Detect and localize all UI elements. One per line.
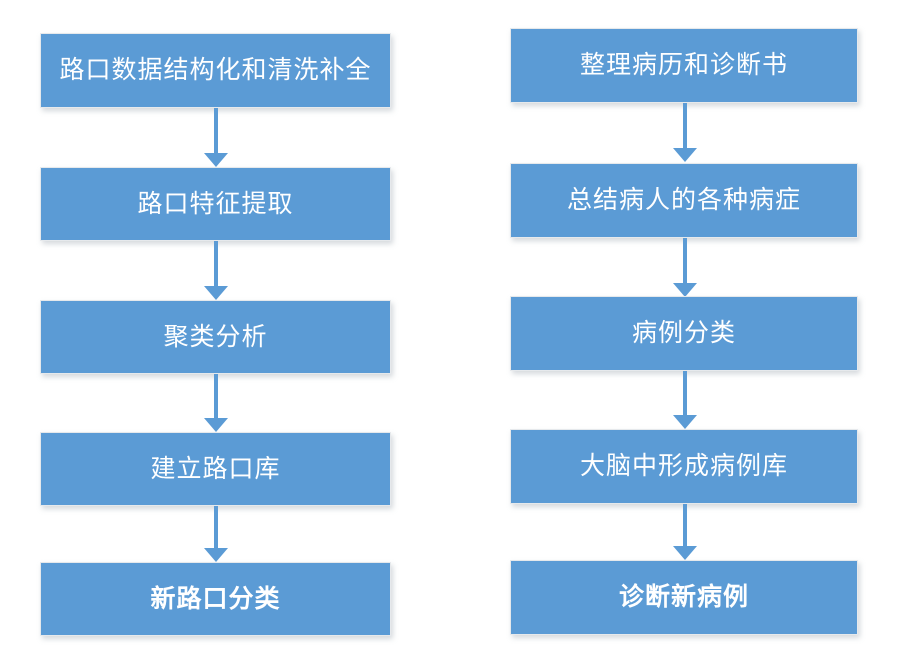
flow-node[interactable]: 病例分类 — [510, 296, 858, 371]
flow-node-label: 路口数据结构化和清洗补全 — [59, 55, 372, 85]
flow-node[interactable]: 建立路口库 — [40, 432, 391, 506]
flow-node[interactable]: 大脑中形成病例库 — [510, 429, 858, 504]
down-arrow-icon — [673, 283, 697, 297]
flow-connector — [673, 504, 697, 560]
flow-node[interactable]: 新路口分类 — [40, 562, 391, 636]
flow-node-label: 大脑中形成病例库 — [579, 451, 788, 481]
down-arrow-icon — [673, 546, 697, 560]
flow-column-right: 整理病历和诊断书 总结病人的各种病症 病例分类 大脑中形成病例库 — [470, 0, 900, 669]
connector-line — [683, 103, 687, 148]
flow-node[interactable]: 诊断新病例 — [510, 560, 858, 635]
flow-node[interactable]: 整理病历和诊断书 — [510, 28, 858, 103]
flow-node[interactable]: 路口特征提取 — [40, 167, 391, 241]
flow-node-label: 病例分类 — [631, 318, 736, 348]
down-arrow-icon — [204, 548, 228, 562]
flow-node[interactable]: 路口数据结构化和清洗补全 — [40, 33, 391, 108]
flow-connector — [204, 241, 228, 300]
flow-node[interactable]: 聚类分析 — [40, 300, 391, 374]
flow-node-label: 路口特征提取 — [137, 188, 294, 218]
flow-node-label: 总结病人的各种病症 — [566, 185, 801, 215]
flow-node-label: 聚类分析 — [163, 321, 268, 351]
flow-connector — [204, 108, 228, 167]
flow-connector — [673, 371, 697, 429]
flow-connector — [204, 374, 228, 432]
down-arrow-icon — [204, 286, 228, 300]
flow-node-label: 诊断新病例 — [618, 582, 749, 612]
connector-line — [214, 108, 218, 153]
connector-line — [214, 506, 218, 548]
flow-node-label: 建立路口库 — [150, 453, 281, 483]
connector-line — [214, 374, 218, 418]
flow-node[interactable]: 总结病人的各种病症 — [510, 163, 858, 238]
flow-node-label: 新路口分类 — [150, 583, 281, 613]
flow-column-left: 路口数据结构化和清洗补全 路口特征提取 聚类分析 建立路口库 新 — [40, 33, 391, 636]
flow-connector — [673, 238, 697, 297]
flow-connector — [204, 506, 228, 562]
connector-line — [683, 238, 687, 283]
down-arrow-icon — [673, 415, 697, 429]
down-arrow-icon — [673, 148, 697, 162]
down-arrow-icon — [204, 418, 228, 432]
flow-node-label: 整理病历和诊断书 — [579, 50, 788, 80]
down-arrow-icon — [204, 153, 228, 167]
flow-connector — [673, 103, 697, 163]
connector-line — [683, 504, 687, 546]
connector-line — [214, 241, 218, 286]
connector-line — [683, 371, 687, 415]
